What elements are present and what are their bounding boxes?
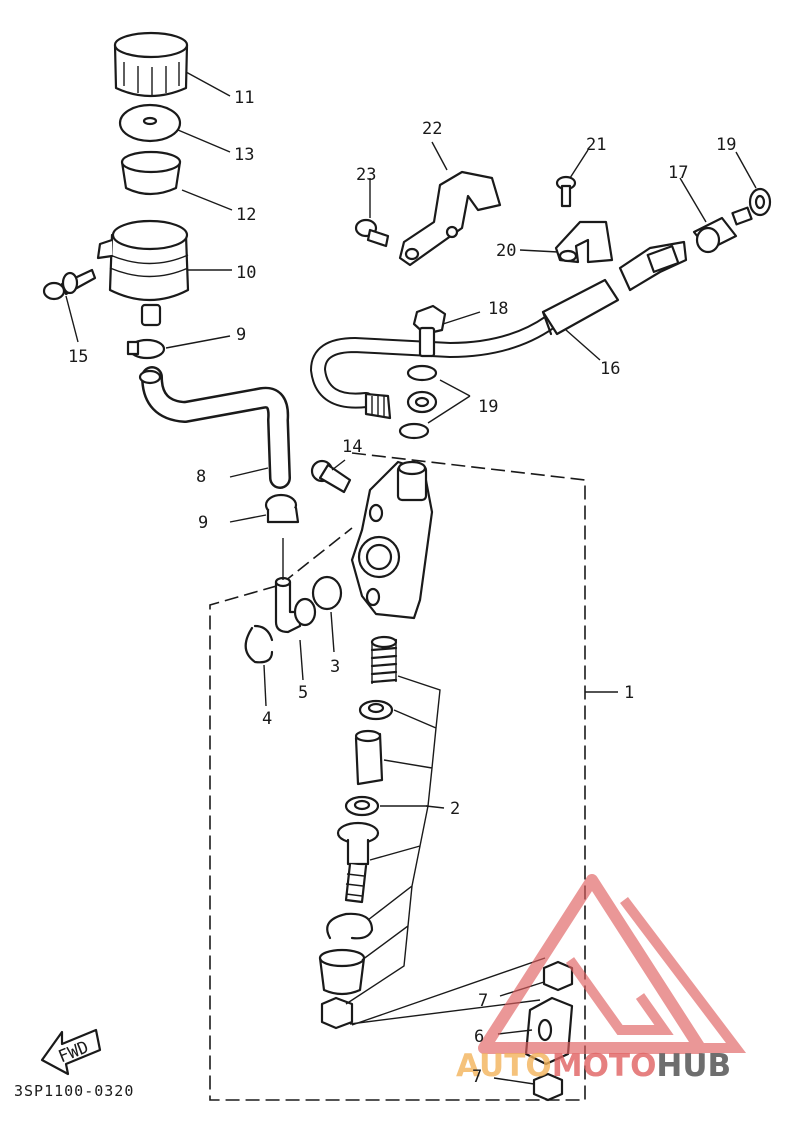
callout-11: 11 bbox=[234, 88, 254, 108]
clamp-lower bbox=[264, 493, 300, 524]
diaphragm-plate bbox=[118, 103, 182, 143]
o-ring bbox=[311, 575, 343, 611]
diagram-code: 3SP1100-0320 bbox=[14, 1082, 134, 1100]
adapter-fitting bbox=[618, 240, 688, 292]
reservoir-hose bbox=[138, 366, 291, 489]
watermark-text: AUTOMOTOHUB bbox=[456, 1048, 731, 1084]
clevis-nut-lower bbox=[532, 1072, 564, 1102]
callout-23: 23 bbox=[356, 165, 376, 185]
hose-holder bbox=[554, 220, 614, 264]
copper-washer-right bbox=[748, 187, 772, 217]
boot bbox=[318, 948, 366, 996]
hose-guide-bracket bbox=[398, 170, 502, 267]
watermark-logo bbox=[478, 874, 747, 1054]
callout-14: 14 bbox=[342, 437, 362, 457]
callout-4: 4 bbox=[262, 709, 272, 729]
callout-7-upper: 7 bbox=[478, 991, 488, 1011]
reservoir-tank bbox=[96, 219, 190, 327]
callout-22: 22 bbox=[422, 119, 442, 139]
spring bbox=[370, 635, 398, 684]
locknut bbox=[320, 996, 354, 1030]
callout-16: 16 bbox=[600, 359, 620, 379]
brake-hose bbox=[309, 278, 620, 420]
callout-9-lower: 9 bbox=[198, 513, 208, 533]
callout-15: 15 bbox=[68, 347, 88, 367]
callout-5: 5 bbox=[298, 683, 308, 703]
master-cylinder-body bbox=[350, 460, 434, 620]
callout-20: 20 bbox=[496, 241, 516, 261]
callout-21: 21 bbox=[586, 135, 606, 155]
callout-6: 6 bbox=[474, 1027, 484, 1047]
fwd-arrow-icon: FWD bbox=[40, 1028, 102, 1076]
hose-joint bbox=[274, 576, 317, 634]
union-bolt bbox=[412, 304, 447, 358]
copper-washer-lower bbox=[398, 422, 430, 440]
primary-cup bbox=[358, 699, 394, 721]
clevis-nut-upper bbox=[542, 960, 574, 992]
copper-washer-upper bbox=[406, 364, 438, 382]
secondary-cup bbox=[344, 795, 380, 817]
circlip bbox=[244, 624, 274, 664]
watermark-hub: HUB bbox=[656, 1048, 731, 1084]
callout-17: 17 bbox=[668, 163, 688, 183]
piston bbox=[354, 729, 384, 786]
callout-10: 10 bbox=[236, 263, 256, 283]
holder-screw bbox=[555, 175, 577, 208]
callout-3: 3 bbox=[330, 657, 340, 677]
bracket-bolt bbox=[354, 218, 390, 248]
reservoir-cap bbox=[113, 31, 189, 98]
callout-18: 18 bbox=[488, 299, 508, 319]
hose-fitting-17 bbox=[692, 206, 753, 254]
callout-8: 8 bbox=[196, 467, 206, 487]
bleed-bolt bbox=[310, 459, 352, 494]
clamp-upper bbox=[126, 338, 166, 360]
push-rod bbox=[336, 821, 380, 904]
reservoir-screw bbox=[42, 268, 97, 301]
callout-1: 1 bbox=[624, 683, 634, 703]
callout-9-upper: 9 bbox=[236, 325, 246, 345]
callout-12: 12 bbox=[236, 205, 256, 225]
callout-13: 13 bbox=[234, 145, 254, 165]
callout-2: 2 bbox=[450, 799, 460, 819]
callout-19-lower: 19 bbox=[478, 397, 498, 417]
assembly-boundary bbox=[209, 452, 586, 1101]
circlip-large bbox=[326, 912, 374, 940]
callout-19-upper: 19 bbox=[716, 135, 736, 155]
watermark-moto: MOTO bbox=[552, 1048, 657, 1084]
watermark-auto: AUTO bbox=[456, 1048, 552, 1084]
diaphragm bbox=[120, 150, 182, 196]
callout-7-lower: 7 bbox=[472, 1067, 482, 1087]
